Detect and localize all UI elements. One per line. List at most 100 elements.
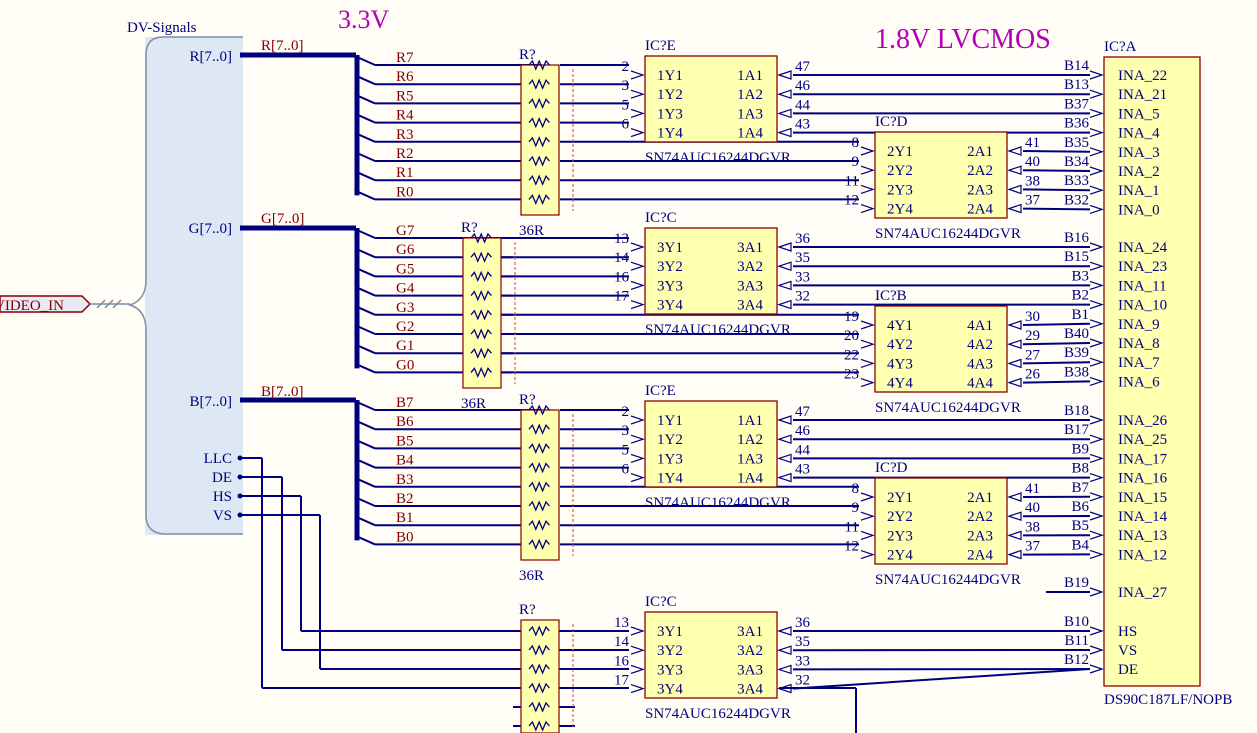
bus-entry	[356, 344, 376, 355]
buffer-pin-in-name: 3Y4	[657, 298, 683, 314]
buffer-pin-out-number: 46	[795, 78, 811, 94]
serializer-net-label: B18	[1064, 403, 1089, 419]
buffer-input-arrow	[860, 378, 875, 388]
buffer-pin-in-name: 1Y1	[657, 413, 683, 429]
bus-entry	[356, 94, 376, 105]
bus-entry	[356, 286, 376, 297]
sheet-entry-g: G[7..0]	[189, 221, 232, 237]
resistor-symbol	[528, 97, 550, 110]
port-hatch	[96, 299, 106, 309]
resistor-symbol	[528, 404, 550, 416]
serializer-pin-name: INA_16	[1118, 471, 1168, 487]
buffer-input-arrow	[630, 242, 645, 252]
buffer-output-arrow	[1007, 146, 1022, 156]
resistor-value: 36R	[519, 568, 544, 584]
resistor-symbol	[528, 720, 550, 732]
resistor-symbol	[528, 538, 550, 551]
buffer-input-arrow	[630, 434, 645, 444]
buffer-input-arrow	[630, 280, 645, 290]
net-label-b7: B7	[396, 395, 414, 411]
buffer-part-number: SN74AUC16244DGVR	[875, 400, 1021, 416]
serializer-input-arrow	[1089, 70, 1104, 80]
buffer-pin-out-name: 1A2	[737, 87, 763, 103]
port-video-in-label: VIDEO_IN	[0, 298, 64, 314]
port-hatch	[104, 299, 114, 309]
serializer-pin-name: INA_15	[1118, 490, 1167, 506]
buffer-input-arrow	[630, 128, 645, 138]
serializer-input-arrow	[1089, 108, 1104, 118]
buffer-pin-in-number: 17	[614, 673, 630, 689]
resistor-symbol	[528, 78, 550, 90]
serializer-input-arrow	[1089, 376, 1104, 386]
resistor-designator: R?	[519, 392, 536, 408]
serializer-input-arrow	[1089, 626, 1104, 636]
buffer-input-arrow	[630, 415, 645, 425]
buffer-pin-in-number: 9	[852, 154, 860, 170]
net-wire-to-serializer	[1022, 361, 1091, 365]
buffer-pin-in-number: 9	[852, 500, 860, 516]
buffer-pin-out-number: 33	[795, 269, 810, 285]
serializer-input-arrow	[1089, 280, 1104, 290]
resistor-symbol	[528, 136, 550, 148]
buffer-input-arrow	[630, 664, 645, 674]
buffer-ic-body	[644, 611, 778, 699]
sheet-entry-llc: LLC	[204, 451, 232, 467]
sheet-entry-r: R[7..0]	[190, 49, 233, 65]
resistor-symbol	[528, 644, 550, 656]
buffer-designator: IC?D	[875, 460, 908, 476]
serializer-pin-name: INA_21	[1118, 87, 1167, 103]
serializer-net-label: B34	[1064, 154, 1090, 170]
buffer-input-arrow	[860, 550, 875, 560]
buffer-pin-out-number: 26	[1025, 367, 1041, 383]
net-label-r1: R1	[396, 165, 414, 181]
buffer-input-arrow	[630, 645, 645, 655]
resistor-symbol	[528, 461, 550, 474]
resistor-array-body	[520, 64, 560, 216]
buffer-output-arrow	[777, 415, 792, 425]
buffer-part-number: SN74AUC16244DGVR	[645, 322, 791, 338]
buffer-pin-in-name: 1Y3	[657, 451, 683, 467]
buffer-output-arrow	[1007, 358, 1022, 369]
buffer-pin-out-name: 2A4	[967, 202, 993, 218]
buffer-pin-out-name: 3A2	[737, 259, 763, 275]
buffer-output-arrow	[777, 434, 792, 445]
buffer-pin-out-name: 1A1	[737, 68, 763, 84]
buffer-pin-in-number: 11	[845, 519, 859, 535]
serializer-net-label: B13	[1064, 77, 1089, 93]
buffer-input-arrow	[630, 473, 645, 483]
serializer-input-arrow	[1089, 89, 1104, 99]
buffer-pin-in-number: 5	[622, 442, 630, 458]
buffer-pin-out-number: 36	[795, 231, 811, 247]
serializer-net-label: B4	[1071, 537, 1089, 553]
buffer-pin-in-number: 2	[622, 404, 630, 420]
sheet-entry-dot	[237, 455, 243, 461]
bus-entry	[356, 56, 376, 66]
buffer-output-arrow	[1007, 492, 1022, 502]
buffer-pin-in-name: 2Y1	[887, 144, 913, 160]
resistor-designator: R?	[519, 602, 536, 618]
bus-entry	[356, 325, 376, 335]
serializer-net-label: B33	[1064, 173, 1089, 189]
buffer-output-arrow	[777, 664, 792, 675]
net-label-g5: G5	[396, 261, 414, 277]
resistor-symbol	[470, 270, 492, 283]
buffer-pin-in-name: 3Y1	[657, 240, 683, 256]
buffer-input-arrow	[630, 89, 645, 99]
resistor-symbol	[528, 682, 550, 694]
bus-entry	[356, 190, 376, 201]
buffer-input-arrow	[630, 684, 645, 694]
buffer-pin-in-number: 8	[852, 135, 860, 151]
bus-entry	[356, 113, 376, 124]
serializer-pin-name: INA_0	[1118, 202, 1160, 218]
resistor-symbol	[528, 193, 550, 206]
serializer-input-arrow	[1089, 645, 1104, 655]
net-wire-to-serializer	[1022, 188, 1091, 192]
buffer-pin-out-name: 3A3	[737, 662, 763, 678]
net-label-g6: G6	[396, 242, 415, 258]
net-wire-to-serializer	[1022, 169, 1091, 172]
buffer-pin-out-name: 1A4	[737, 126, 763, 142]
buffer-part-number: SN74AUC16244DGVR	[875, 572, 1021, 588]
buffer-output-arrow	[1007, 549, 1022, 560]
buffer-pin-out-name: 3A3	[737, 278, 763, 294]
